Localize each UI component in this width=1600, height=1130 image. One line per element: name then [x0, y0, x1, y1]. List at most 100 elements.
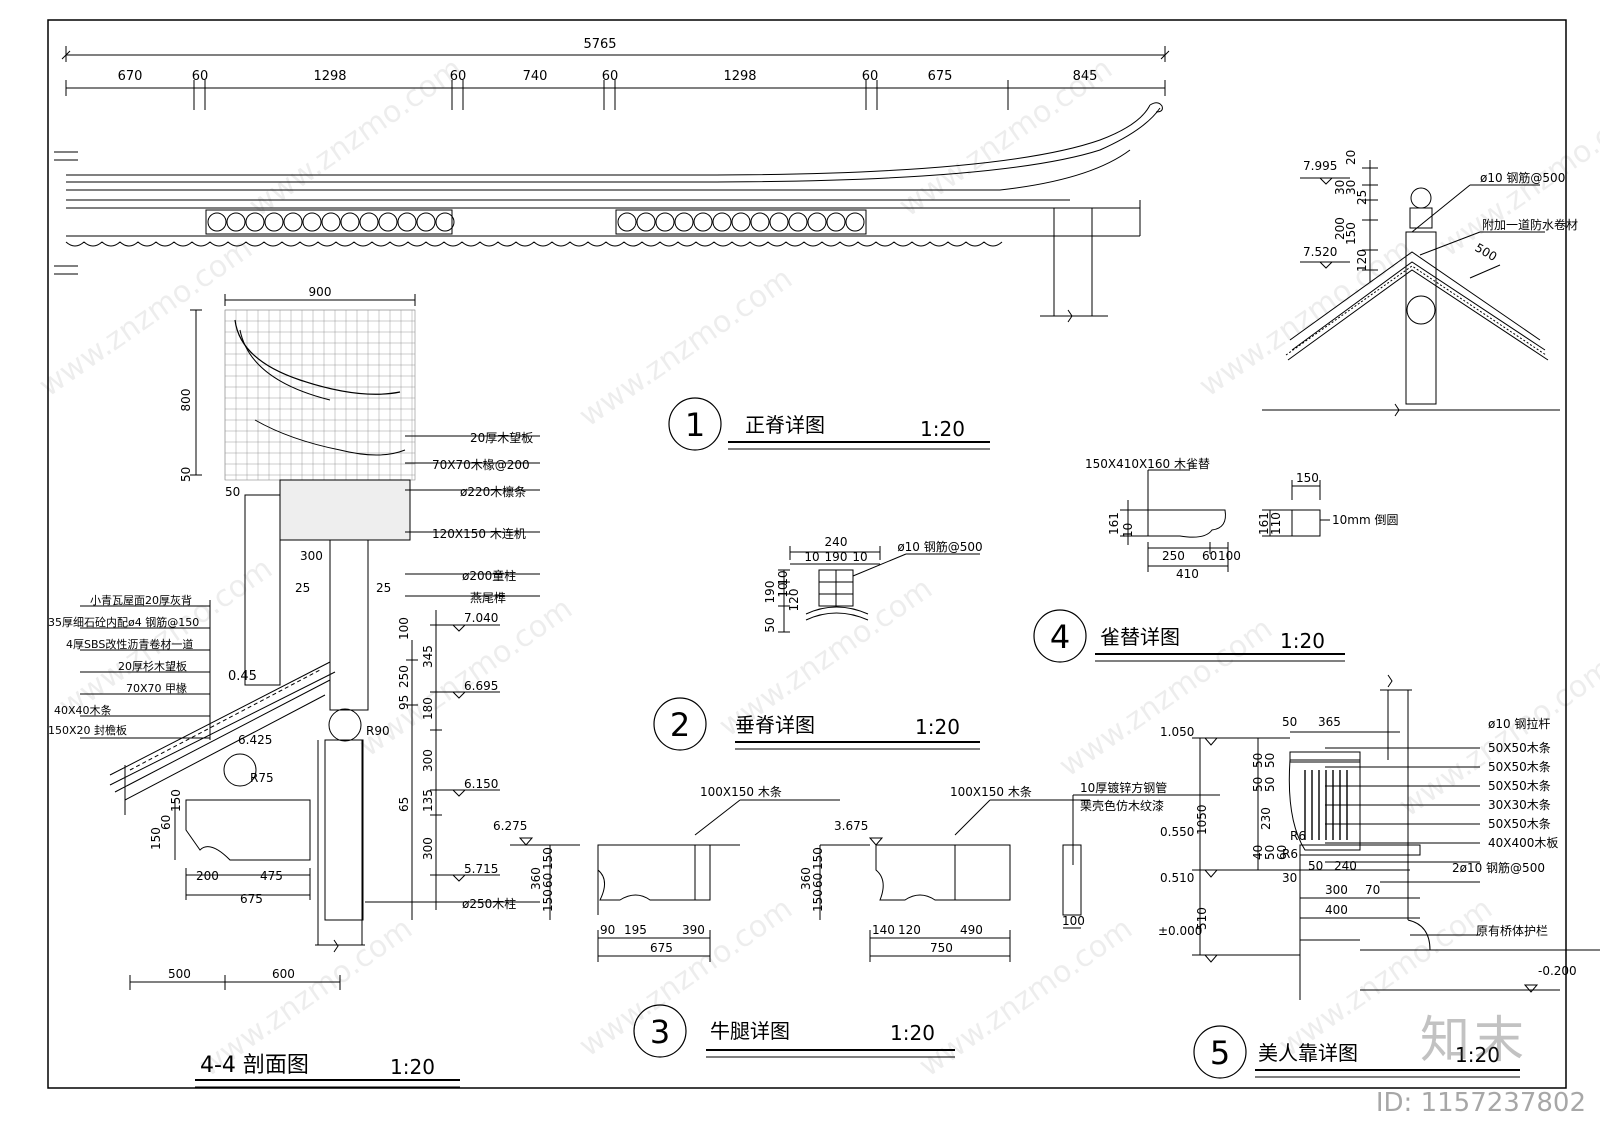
svg-text:5: 5	[1210, 1034, 1230, 1072]
svg-text:120X150 木连机: 120X150 木连机	[432, 526, 526, 541]
svg-text:20厚杉木望板: 20厚杉木望板	[118, 659, 187, 673]
svg-text:10: 10	[1121, 523, 1135, 538]
svg-text:20: 20	[1344, 150, 1358, 165]
svg-text:6.150: 6.150	[464, 777, 498, 791]
svg-text:190: 190	[763, 581, 777, 604]
svg-text:ø10 钢筋@500: ø10 钢筋@500	[897, 539, 982, 554]
detail-5-title: 5 美人靠详图 1:20	[1193, 1025, 1520, 1079]
svg-text:30: 30	[1344, 180, 1358, 195]
svg-text:95: 95	[397, 695, 411, 710]
lattice-circle	[731, 212, 751, 232]
svg-text:30: 30	[1282, 871, 1297, 885]
lattice-circle	[435, 212, 455, 232]
svg-text:ø220木檩条: ø220木檩条	[460, 484, 526, 499]
svg-text:360: 360	[529, 867, 543, 890]
svg-text:70X70木椽@200: 70X70木椽@200	[432, 458, 530, 472]
hip-ridge-drawing	[778, 546, 980, 633]
svg-text:R6: R6	[1282, 847, 1298, 861]
svg-text:500: 500	[168, 967, 191, 981]
svg-text:ø250木柱: ø250木柱	[462, 896, 516, 911]
svg-text:2ø10 钢筋@500: 2ø10 钢筋@500	[1452, 860, 1545, 875]
lattice-circle	[359, 212, 379, 232]
svg-text:150: 150	[811, 847, 825, 870]
svg-text:1298: 1298	[723, 69, 756, 84]
svg-text:10: 10	[776, 570, 790, 585]
svg-text:50: 50	[1251, 777, 1265, 792]
svg-text:7.520: 7.520	[1303, 245, 1337, 259]
svg-text:490: 490	[960, 923, 983, 937]
svg-text:140: 140	[872, 923, 895, 937]
lattice-circle	[712, 212, 732, 232]
svg-text:7.040: 7.040	[464, 611, 498, 625]
lattice-circle	[655, 212, 675, 232]
svg-text:5.715: 5.715	[464, 862, 498, 876]
svg-text:135: 135	[421, 789, 435, 812]
lattice-circle	[226, 212, 246, 232]
brand-logo: 知末	[1420, 1011, 1528, 1069]
lattice-circle	[416, 212, 436, 232]
svg-text:70X70 甲椽: 70X70 甲椽	[126, 682, 187, 695]
svg-text:R6: R6	[1290, 829, 1306, 843]
svg-text:900: 900	[309, 285, 332, 299]
svg-text:ø10 钢筋@500: ø10 钢筋@500	[1480, 170, 1565, 185]
svg-text:70: 70	[1365, 883, 1380, 897]
svg-text:30: 30	[1333, 180, 1347, 195]
lattice-circle	[264, 212, 284, 232]
detail-number-circle	[668, 397, 722, 451]
lattice-circle	[769, 212, 789, 232]
elevation-view	[54, 46, 1170, 323]
svg-text:R90: R90	[366, 724, 390, 738]
svg-text:0.510: 0.510	[1160, 871, 1194, 885]
corbel-detail-labels: 6.275 100X150 木条 360 150 60 150 90 195 3…	[493, 780, 1167, 955]
svg-text:110: 110	[1269, 512, 1283, 535]
svg-text:670: 670	[118, 69, 143, 84]
svg-text:50: 50	[763, 617, 777, 632]
svg-text:1050: 1050	[1195, 804, 1209, 835]
svg-text:4: 4	[1050, 618, 1070, 656]
svg-text:50X50木条: 50X50木条	[1488, 817, 1551, 831]
svg-text:400: 400	[1325, 903, 1348, 917]
lattice-circle	[283, 212, 303, 232]
lattice-circle	[636, 212, 656, 232]
elevation-total-dim: 5765	[583, 37, 616, 52]
image-id-label: ID: 1157237802	[1375, 1088, 1586, 1118]
svg-text:150: 150	[149, 827, 163, 850]
svg-text:1: 1	[685, 406, 705, 444]
svg-text:360: 360	[799, 867, 813, 890]
svg-text:60: 60	[811, 873, 825, 888]
svg-text:150: 150	[811, 889, 825, 912]
lattice-circle	[397, 212, 417, 232]
svg-text:675: 675	[650, 941, 673, 955]
svg-text:150: 150	[1296, 471, 1319, 485]
svg-text:150X20 封檐板: 150X20 封檐板	[48, 723, 127, 737]
svg-text:500: 500	[1473, 240, 1500, 264]
svg-text:600: 600	[272, 967, 295, 981]
svg-text:10: 10	[776, 582, 790, 597]
svg-text:100: 100	[1062, 914, 1085, 928]
svg-text:6.425: 6.425	[238, 733, 272, 747]
sheet-border	[47, 19, 1567, 1089]
svg-text:R75: R75	[250, 771, 274, 785]
svg-text:800: 800	[179, 389, 193, 412]
svg-text:3: 3	[650, 1013, 670, 1051]
svg-text:-0.200: -0.200	[1538, 964, 1577, 978]
svg-text:250: 250	[1162, 549, 1185, 563]
svg-text:195: 195	[624, 923, 647, 937]
svg-text:200: 200	[196, 869, 219, 883]
bench-detail-drawing	[1192, 674, 1600, 1000]
svg-text:100: 100	[1218, 549, 1241, 563]
svg-text:1.050: 1.050	[1160, 725, 1194, 739]
svg-text:30X30木条: 30X30木条	[1488, 798, 1551, 812]
elevation-dims: 670 60 1298 60 740 60 1298 60 675 845	[118, 69, 1098, 84]
svg-text:150: 150	[541, 889, 555, 912]
svg-text:4-4 剖面图: 4-4 剖面图	[200, 1053, 309, 1078]
svg-text:240: 240	[825, 535, 848, 549]
svg-text:10mm 倒圆: 10mm 倒圆	[1332, 513, 1398, 527]
svg-text:燕尾榫: 燕尾榫	[470, 590, 506, 605]
svg-text:60: 60	[1275, 845, 1289, 860]
svg-text:100X150 木条: 100X150 木条	[700, 785, 782, 799]
svg-text:50: 50	[1282, 715, 1297, 729]
detail-2-title: 2 垂脊详图 1:20	[653, 697, 980, 751]
svg-text:65: 65	[397, 797, 411, 812]
lattice-circle	[845, 212, 865, 232]
